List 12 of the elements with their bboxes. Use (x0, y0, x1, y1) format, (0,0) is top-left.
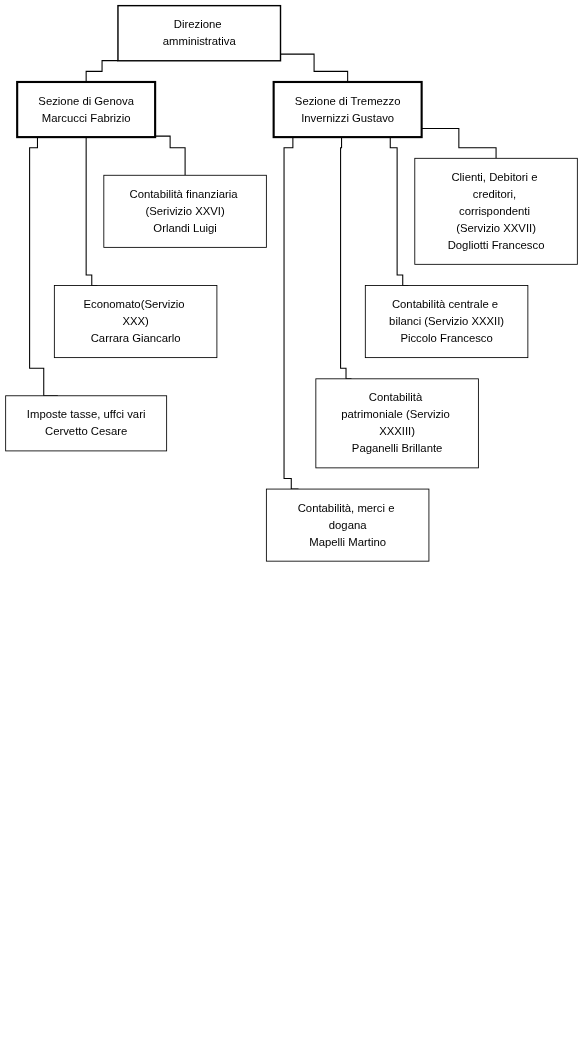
node-box: Sezione di Genova Marcucci Fabrizio (16, 80, 157, 139)
node-box: Direzione amministrativa (117, 4, 282, 62)
node-box: Clienti, Debitori e creditori, corrispondenti (Servizio XXVII) Dogliotti Francesco (414, 157, 578, 265)
connector (154, 135, 186, 176)
node-box: Contabilità finanziaria (Serivizio XXVI) Orlandi Luigi (103, 174, 267, 248)
node-box: Economato(Servizio XXX) Carrara Giancarlo (53, 285, 218, 359)
node-box: Contabilità, merci e dogana Mapelli Martino (265, 488, 430, 562)
connector (421, 128, 497, 159)
node-box: Contabilità centrale e bilanci (Servizio XXXII) Piccolo Francesco (364, 285, 529, 359)
node-box: Sezione di Tremezzo Invernizzi Gustavo (272, 80, 423, 139)
node-box: Contabilità patrimoniale (Servizio XXXIII) Paganelli Brillante (315, 378, 479, 469)
node-box: Imposte tasse, uffci vari Cervetto Cesare (5, 395, 168, 452)
